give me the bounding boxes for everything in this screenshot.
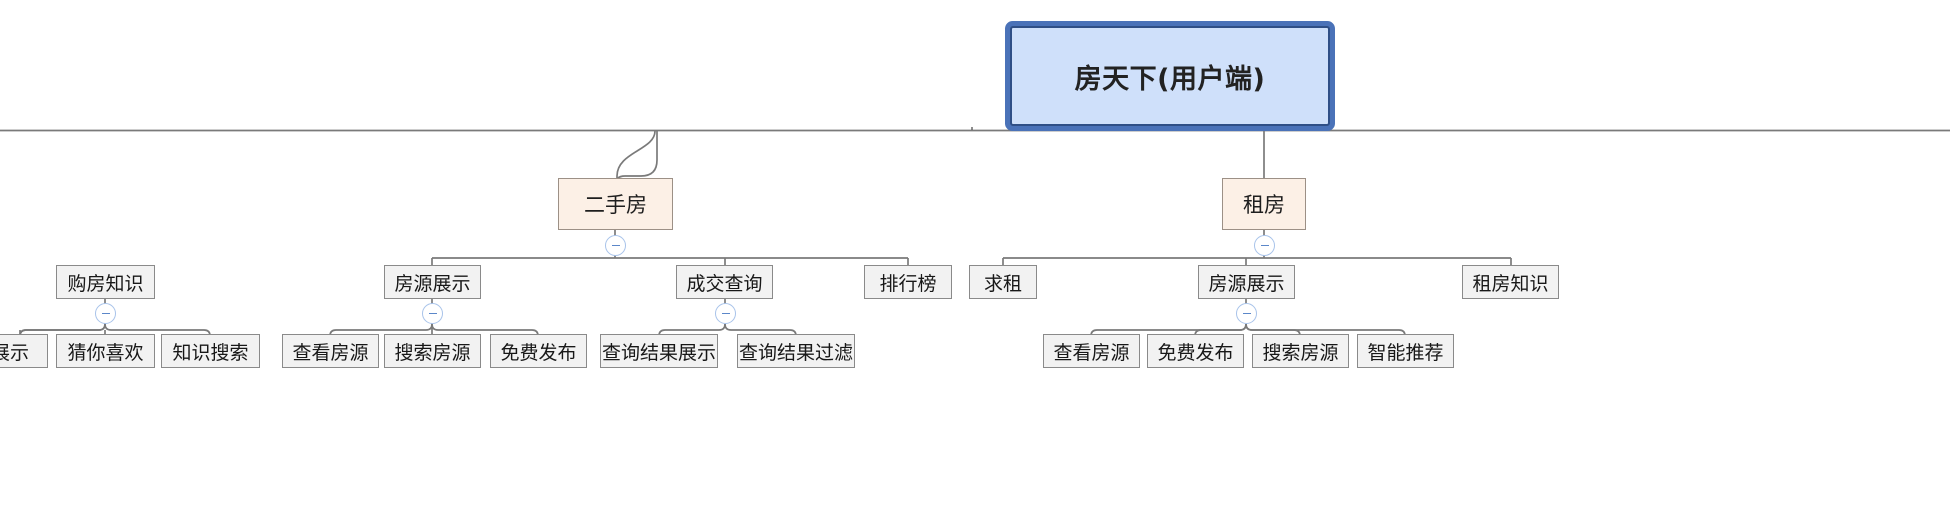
node-item-zufangzhishi-label: 租房知识 [1472, 272, 1549, 295]
node-item-qiuzu[interactable]: 求租 [969, 265, 1037, 299]
node-leaf-chakanfangyuan-ershou-label: 查看房源 [292, 341, 369, 364]
toggle-collapse-fangyuanzhanshi-ershou[interactable] [422, 303, 443, 324]
minus-icon [101, 312, 110, 315]
node-leaf-zhishisousuo[interactable]: 知识搜索 [161, 334, 260, 368]
node-category-zufang[interactable]: 租房 [1222, 178, 1306, 230]
node-leaf-cainixihuan-label: 猜你喜欢 [67, 341, 144, 364]
minus-icon [611, 244, 620, 247]
node-root-label: 房天下(用户端) [1074, 63, 1266, 95]
node-item-paihangbang[interactable]: 排行榜 [864, 265, 952, 299]
node-leaf-sousuofangyuan-zufang-label: 搜索房源 [1262, 341, 1339, 364]
node-item-zufangzhishi[interactable]: 租房知识 [1462, 265, 1559, 299]
node-item-goufangzhishi-label: 购房知识 [67, 272, 144, 295]
node-item-fangyuanzhanshi-ershou-label: 房源展示 [394, 272, 471, 295]
node-item-goufangzhishi[interactable]: 购房知识 [56, 265, 155, 299]
toggle-collapse-ershoufang[interactable] [605, 235, 626, 256]
node-item-paihangbang-label: 排行榜 [879, 272, 937, 295]
node-leaf-mianfeifabu-ershou-label: 免费发布 [500, 341, 577, 364]
node-leaf-zhanshi[interactable]: 展示 [0, 334, 48, 368]
minus-icon [1260, 244, 1269, 247]
node-category-ershoufang[interactable]: 二手房 [558, 178, 673, 230]
toggle-collapse-zufang[interactable] [1254, 235, 1275, 256]
node-leaf-chaxunjieguozhanshi-label: 查询结果展示 [601, 341, 716, 364]
node-leaf-mianfeifabu-ershou[interactable]: 免费发布 [490, 334, 587, 368]
node-leaf-sousuofangyuan-ershou[interactable]: 搜索房源 [384, 334, 481, 368]
node-leaf-mianfeifabu-zufang[interactable]: 免费发布 [1147, 334, 1244, 368]
node-leaf-cainixihuan[interactable]: 猜你喜欢 [56, 334, 155, 368]
node-leaf-chakanfangyuan-ershou[interactable]: 查看房源 [282, 334, 379, 368]
node-leaf-sousuofangyuan-zufang[interactable]: 搜索房源 [1252, 334, 1349, 368]
node-item-chengjiaochaxun-label: 成交查询 [686, 272, 763, 295]
node-leaf-chaxunjieguoguolv[interactable]: 查询结果过滤 [737, 334, 855, 368]
node-leaf-zhinengtuijian-label: 智能推荐 [1367, 341, 1444, 364]
node-leaf-zhishisousuo-label: 知识搜索 [172, 341, 249, 364]
node-root[interactable]: 房天下(用户端) [1010, 26, 1330, 126]
node-item-fangyuanzhanshi-zufang-label: 房源展示 [1208, 272, 1285, 295]
node-leaf-chaxunjieguozhanshi[interactable]: 查询结果展示 [600, 334, 718, 368]
node-category-ershoufang-label: 二手房 [584, 193, 647, 217]
node-item-qiuzu-label: 求租 [983, 272, 1022, 295]
minus-icon [721, 312, 730, 315]
node-leaf-zhanshi-label: 展示 [0, 341, 29, 364]
node-leaf-sousuofangyuan-ershou-label: 搜索房源 [394, 341, 471, 364]
node-item-fangyuanzhanshi-zufang[interactable]: 房源展示 [1198, 265, 1295, 299]
node-leaf-chakanfangyuan-zufang-label: 查看房源 [1053, 341, 1130, 364]
toggle-collapse-chengjiaochaxun[interactable] [715, 303, 736, 324]
node-item-fangyuanzhanshi-ershou[interactable]: 房源展示 [384, 265, 481, 299]
minus-icon [1242, 312, 1251, 315]
node-leaf-zhinengtuijian[interactable]: 智能推荐 [1357, 334, 1454, 368]
node-leaf-chaxunjieguoguolv-label: 查询结果过滤 [738, 341, 853, 364]
node-leaf-chakanfangyuan-zufang[interactable]: 查看房源 [1043, 334, 1140, 368]
node-category-zufang-label: 租房 [1243, 193, 1285, 217]
toggle-collapse-fangyuanzhanshi-zufang[interactable] [1236, 303, 1257, 324]
minus-icon [428, 312, 437, 315]
node-leaf-mianfeifabu-zufang-label: 免费发布 [1157, 341, 1234, 364]
node-item-chengjiaochaxun[interactable]: 成交查询 [676, 265, 773, 299]
toggle-collapse-goufangzhishi[interactable] [95, 303, 116, 324]
